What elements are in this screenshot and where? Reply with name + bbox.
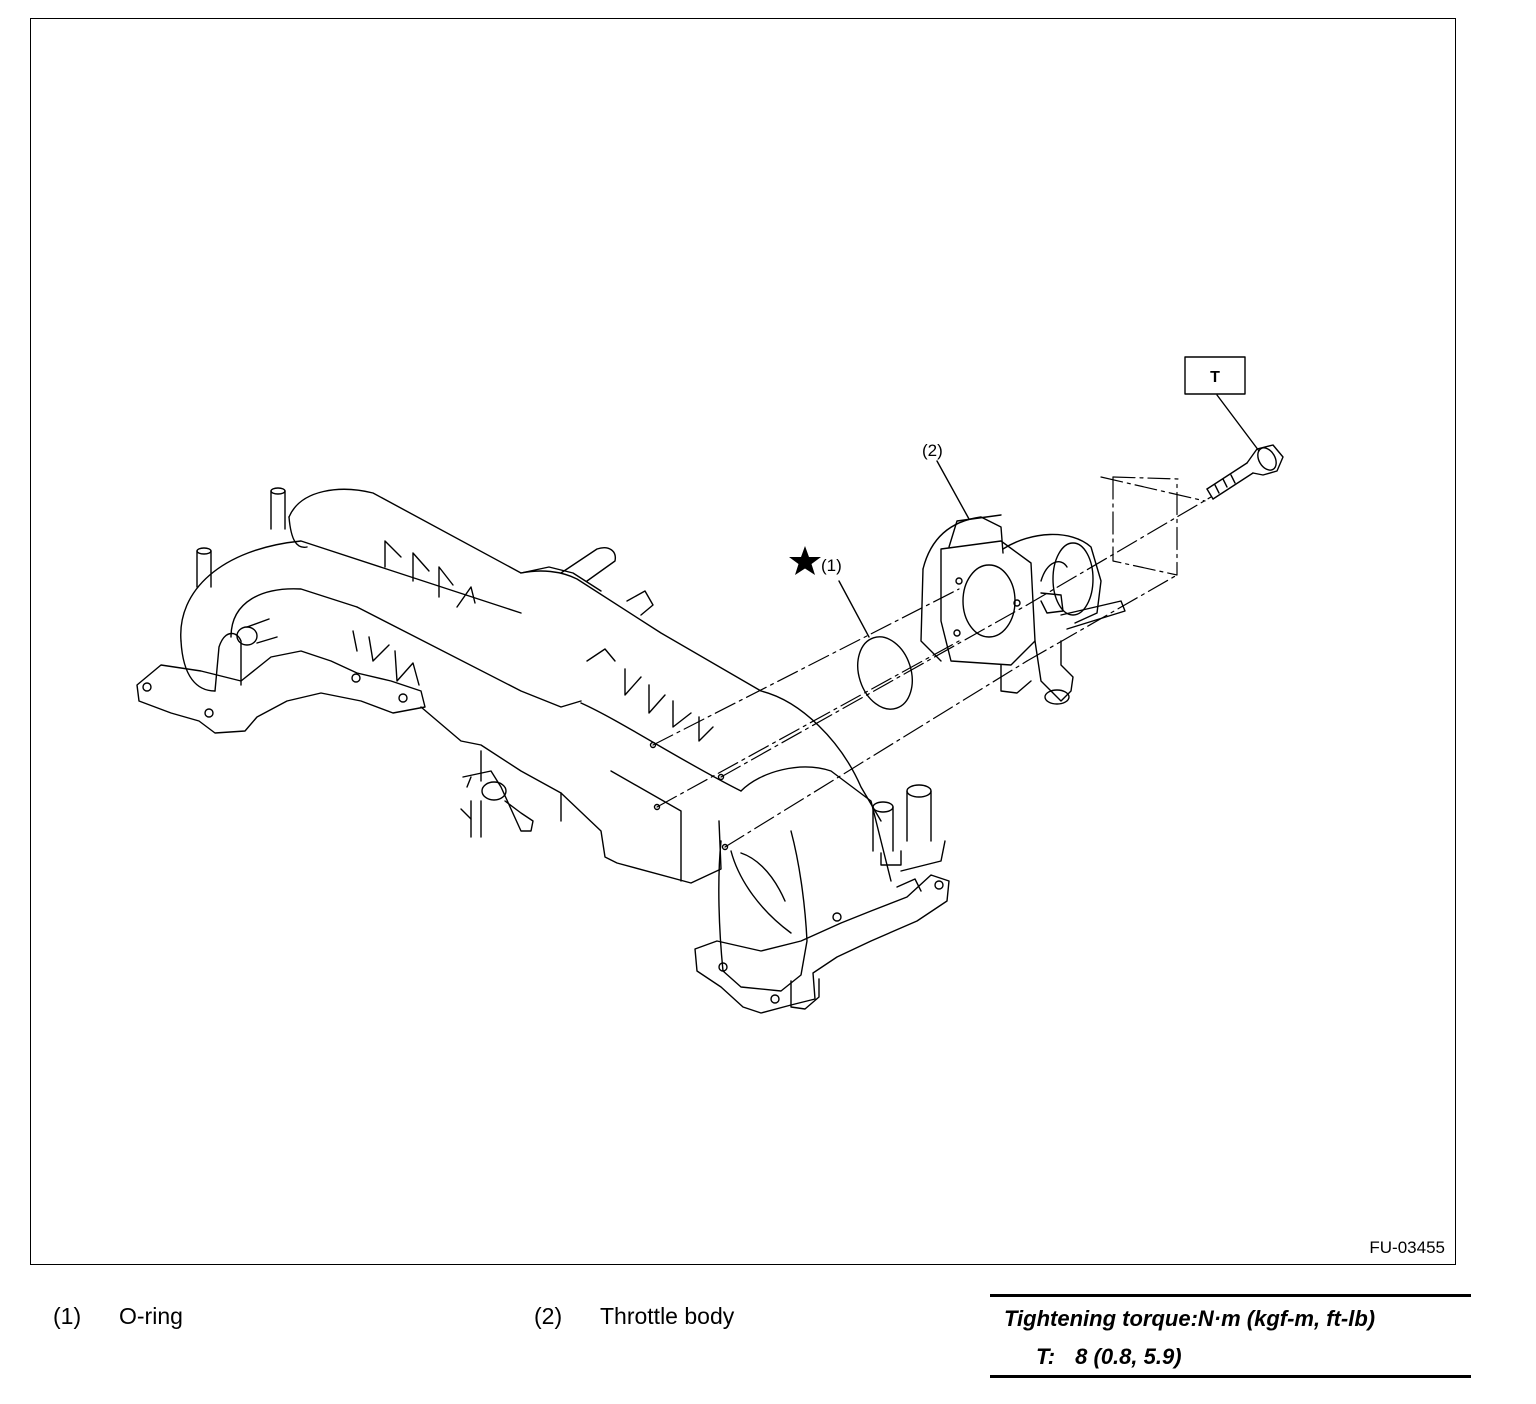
- throttle-body: [920, 514, 1126, 705]
- legend-number: (1): [53, 1303, 82, 1329]
- bolt-hole-marker: [721, 843, 729, 851]
- throttle-body-leader: [936, 460, 970, 520]
- torque-label: T:: [1036, 1344, 1056, 1369]
- torque-tag-leader: [1216, 394, 1260, 452]
- bolt: [1206, 444, 1284, 500]
- callout-part1: (1): [821, 556, 842, 575]
- torque-value: 8 (0.8, 5.9): [1075, 1344, 1182, 1369]
- bolt-hole-marker: [653, 803, 661, 811]
- star-icon: [789, 546, 821, 575]
- torque-tag-box: [1184, 356, 1246, 395]
- intake-manifold-diagram: (1) (2) T: [136, 356, 1284, 1014]
- legend-label: Throttle body: [600, 1303, 735, 1329]
- torque-tag-label: T: [1210, 369, 1220, 386]
- bolt-hole-marker: [717, 773, 725, 781]
- legend-item-2: (2) Throttle body: [534, 1303, 734, 1330]
- torque-title: Tightening torque:N·m (kgf-m, ft-lb): [1004, 1306, 1376, 1331]
- o-ring: [857, 636, 913, 710]
- diagram-frame: (1) (2) T FU-03455: [30, 18, 1456, 1265]
- bolt-hole-marker: [649, 741, 657, 749]
- alignment-lines: [652, 476, 1212, 848]
- intake-manifold: [136, 487, 950, 1014]
- legend-item-1: (1) O-ring: [53, 1303, 183, 1330]
- legend-label: O-ring: [119, 1303, 183, 1329]
- legend-number: (2): [534, 1303, 563, 1329]
- torque-row: T: 8 (0.8, 5.9): [1036, 1344, 1182, 1370]
- o-ring-leader: [838, 580, 870, 638]
- torque-spec-box: Tightening torque:N·m (kgf-m, ft-lb) T: 8…: [990, 1294, 1471, 1378]
- callout-part2: (2): [922, 441, 943, 460]
- figure-id: FU-03455: [1369, 1238, 1445, 1257]
